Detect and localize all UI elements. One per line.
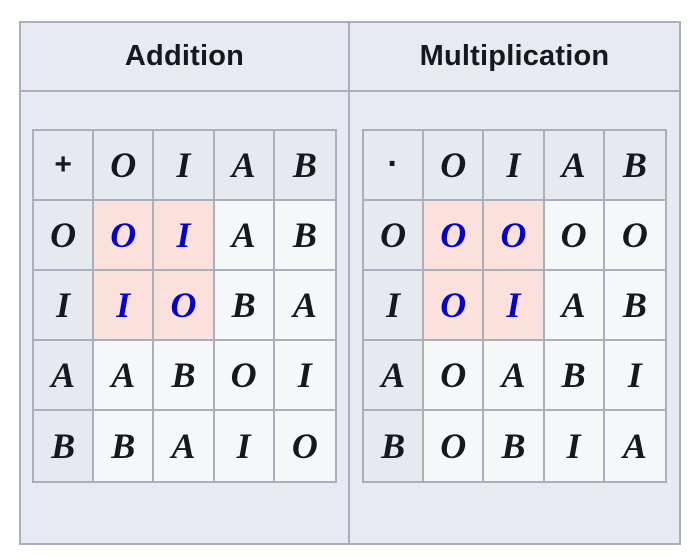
- cell-2-2: O: [214, 341, 275, 411]
- col-header-1: I: [154, 131, 215, 201]
- table-row: I O I A B: [364, 271, 665, 341]
- cell-0-3: B: [274, 201, 335, 271]
- cell-0-3: O: [604, 201, 665, 271]
- panel-body-addition: + O I A B O O I A B: [21, 92, 348, 543]
- plus-icon: +: [34, 131, 95, 201]
- row-header-2: A: [34, 341, 95, 411]
- col-header-0: O: [424, 131, 485, 201]
- cell-2-2: B: [544, 341, 605, 411]
- cell-1-3: B: [604, 271, 665, 341]
- row-header-2: A: [364, 341, 425, 411]
- table-row: B O B I A: [364, 411, 665, 481]
- cell-1-3: A: [274, 271, 335, 341]
- cell-2-1: B: [154, 341, 215, 411]
- cell-1-2: A: [544, 271, 605, 341]
- cell-0-1: I: [154, 201, 215, 271]
- cell-1-1: I: [484, 271, 545, 341]
- panel-addition: Addition + O I A B O O: [21, 23, 350, 543]
- cell-3-1: A: [154, 411, 215, 481]
- cell-0-0: O: [94, 201, 155, 271]
- cayley-table-multiplication: · O I A B O O O O O: [362, 129, 667, 483]
- cell-1-2: B: [214, 271, 275, 341]
- cell-0-2: O: [544, 201, 605, 271]
- table-row: B B A I O: [34, 411, 335, 481]
- cell-2-0: A: [94, 341, 155, 411]
- cell-3-0: B: [94, 411, 155, 481]
- cell-1-1: O: [154, 271, 215, 341]
- row-header-1: I: [34, 271, 95, 341]
- row-header-0: O: [34, 201, 95, 271]
- col-header-2: A: [544, 131, 605, 201]
- cell-3-3: O: [274, 411, 335, 481]
- cell-3-3: A: [604, 411, 665, 481]
- cell-2-3: I: [604, 341, 665, 411]
- dot-operator-icon: ·: [364, 131, 425, 201]
- table-row: A O A B I: [364, 341, 665, 411]
- col-header-1: I: [484, 131, 545, 201]
- table-header-row: + O I A B: [34, 131, 335, 201]
- cell-0-1: O: [484, 201, 545, 271]
- row-header-1: I: [364, 271, 425, 341]
- table-header-row: · O I A B: [364, 131, 665, 201]
- panel-multiplication: Multiplication · O I A B O O: [350, 23, 679, 543]
- table-row: A A B O I: [34, 341, 335, 411]
- panel-body-multiplication: · O I A B O O O O O: [350, 92, 679, 543]
- panel-title-addition: Addition: [21, 23, 348, 92]
- col-header-2: A: [214, 131, 275, 201]
- cell-1-0: I: [94, 271, 155, 341]
- cell-3-2: I: [544, 411, 605, 481]
- cayley-table-addition: + O I A B O O I A B: [32, 129, 337, 483]
- row-header-3: B: [364, 411, 425, 481]
- cell-0-2: A: [214, 201, 275, 271]
- cell-3-1: B: [484, 411, 545, 481]
- cell-3-2: I: [214, 411, 275, 481]
- cell-0-0: O: [424, 201, 485, 271]
- cell-3-0: O: [424, 411, 485, 481]
- panels-container: Addition + O I A B O O: [19, 21, 681, 545]
- cell-2-0: O: [424, 341, 485, 411]
- cell-1-0: O: [424, 271, 485, 341]
- row-header-3: B: [34, 411, 95, 481]
- table-row: I I O B A: [34, 271, 335, 341]
- cell-2-1: A: [484, 341, 545, 411]
- row-header-0: O: [364, 201, 425, 271]
- cell-2-3: I: [274, 341, 335, 411]
- panel-title-multiplication: Multiplication: [350, 23, 679, 92]
- col-header-3: B: [274, 131, 335, 201]
- col-header-3: B: [604, 131, 665, 201]
- col-header-0: O: [94, 131, 155, 201]
- table-row: O O I A B: [34, 201, 335, 271]
- table-row: O O O O O: [364, 201, 665, 271]
